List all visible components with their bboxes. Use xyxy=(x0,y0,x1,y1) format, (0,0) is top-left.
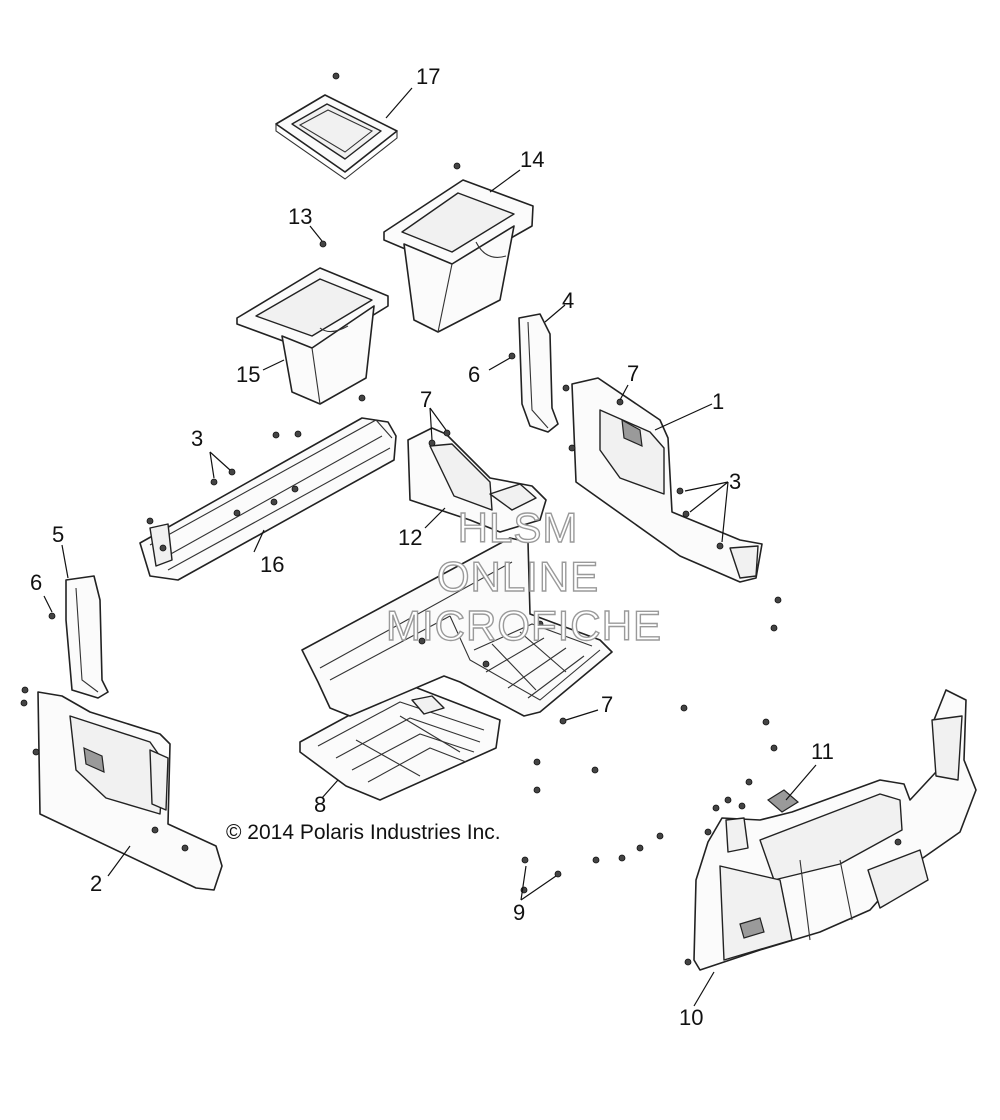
part-4-bracket xyxy=(508,313,559,433)
copyright-notice: © 2014 Polaris Industries Inc. xyxy=(226,821,501,844)
part-3-fasteners-left xyxy=(210,430,302,486)
callout-13: 13 xyxy=(288,204,312,229)
callout-14: 14 xyxy=(520,147,544,172)
watermark-line-1: HLSM xyxy=(458,504,579,551)
part-1-side-panel xyxy=(562,377,763,583)
part-10-rear-panel xyxy=(684,689,977,971)
leader-lines xyxy=(43,87,817,1007)
part-11-pad xyxy=(766,789,800,813)
part-12-console xyxy=(407,427,547,533)
callouts: 17 14 13 15 4 6 7 1 3 7 3 12 16 5 6 7 8 … xyxy=(30,64,834,1030)
callout-10: 10 xyxy=(679,1005,703,1030)
part-17-tray xyxy=(275,72,398,180)
part-15-storage-bin xyxy=(236,267,389,405)
part-8-floor-pan xyxy=(299,685,501,801)
callout-1: 1 xyxy=(712,389,724,414)
callout-16: 16 xyxy=(260,552,284,577)
callout-5: 5 xyxy=(52,522,64,547)
callout-7-lower: 7 xyxy=(601,692,613,717)
part-14-storage-bin xyxy=(383,162,534,333)
callout-15: 15 xyxy=(236,362,260,387)
callout-2: 2 xyxy=(90,871,102,896)
watermark-line-2: ONLINE xyxy=(437,553,599,600)
callout-9: 9 xyxy=(513,900,525,925)
callout-7-center: 7 xyxy=(420,387,432,412)
callout-11: 11 xyxy=(811,739,834,764)
part-7-fasteners xyxy=(533,596,782,794)
callout-6-right: 6 xyxy=(468,362,480,387)
callout-8: 8 xyxy=(314,792,326,817)
callout-17: 17 xyxy=(416,64,440,89)
seat-base-frame xyxy=(301,537,613,717)
watermark-line-3: MICROFICHE xyxy=(386,602,662,649)
part-16-panel xyxy=(139,394,397,581)
part-9-fasteners xyxy=(520,796,746,894)
callout-7-upper-right: 7 xyxy=(627,361,639,386)
part-5-bracket xyxy=(48,575,109,699)
watermark: HLSM ONLINE MICROFICHE xyxy=(385,503,662,649)
callout-6-left: 6 xyxy=(30,570,42,595)
callout-4: 4 xyxy=(562,288,574,313)
callout-12: 12 xyxy=(398,525,422,550)
part-13-fastener xyxy=(319,240,327,248)
callout-3-left: 3 xyxy=(191,426,203,451)
part-2-side-panel xyxy=(20,686,223,891)
callout-3-right: 3 xyxy=(729,469,741,494)
